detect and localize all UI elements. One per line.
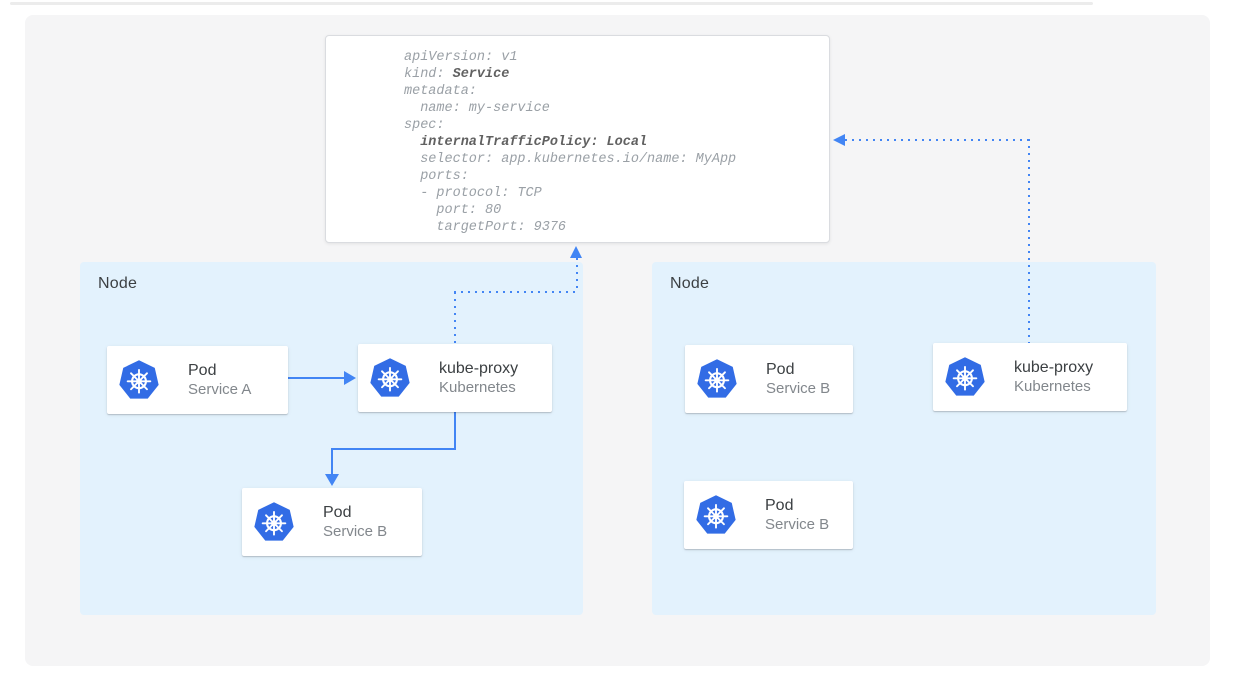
card-subtitle: Kubernetes: [1014, 378, 1091, 395]
yaml-line: ports:: [404, 169, 469, 184]
top-divider: [10, 2, 1093, 5]
kubernetes-icon: [118, 359, 160, 401]
yaml-line: apiVersion: v1: [404, 50, 518, 65]
kubernetes-icon: [695, 494, 737, 536]
dotted-arrowhead-up-icon: [570, 246, 582, 258]
yaml-line: name: my-service: [404, 101, 550, 116]
card-title: Pod: [765, 497, 794, 514]
card-subtitle: Service B: [765, 516, 830, 533]
card-title: Pod: [766, 361, 795, 378]
kube-proxy-card-right: kube-proxy Kubernetes: [933, 343, 1127, 411]
yaml-line: selector: app.kubernetes.io/name: MyApp: [404, 152, 737, 167]
yaml-line: kind: Service: [404, 67, 510, 82]
card-subtitle: Kubernetes: [439, 379, 516, 396]
pod-card-service-b-right-bottom: Pod Service B: [684, 481, 853, 549]
kubernetes-icon: [369, 357, 411, 399]
dotted-line-left-vertical-2: [576, 258, 578, 293]
pod-card-service-a: Pod Service A: [107, 346, 288, 414]
yaml-line: metadata:: [404, 84, 477, 99]
node-panel-right: Node: [652, 262, 1156, 615]
arrow-kubeproxy-left-line: [331, 448, 456, 450]
kubernetes-icon: [944, 356, 986, 398]
arrow-kubeproxy-down-line: [454, 411, 456, 450]
dotted-line-left-horizontal: [454, 291, 578, 293]
dotted-line-right-vertical: [1028, 139, 1030, 343]
dotted-line-left-vertical: [454, 292, 456, 344]
arrow-pod-to-kubeproxy-line: [288, 377, 345, 379]
pod-card-service-b-left: Pod Service B: [242, 488, 422, 556]
yaml-card: apiVersion: v1 kind: Service metadata: n…: [325, 35, 830, 243]
dotted-line-right-horizontal: [845, 139, 1030, 141]
arrow-kubeproxy-down-line-2: [331, 448, 333, 475]
kubernetes-icon: [696, 358, 738, 400]
pod-card-service-b-right-top: Pod Service B: [685, 345, 853, 413]
yaml-line: targetPort: 9376: [404, 220, 567, 235]
yaml-line: spec:: [404, 118, 445, 133]
arrow-down-icon: [325, 474, 339, 486]
card-subtitle: Service B: [766, 380, 831, 397]
yaml-line: port: 80: [404, 203, 502, 218]
kubernetes-icon: [253, 501, 295, 543]
card-title: kube-proxy: [1014, 359, 1094, 376]
card-subtitle: Service B: [323, 523, 388, 540]
node-label: Node: [670, 275, 710, 292]
dotted-arrowhead-left-icon: [833, 134, 845, 146]
node-label: Node: [98, 275, 138, 292]
kube-proxy-card-left: kube-proxy Kubernetes: [358, 344, 552, 412]
yaml-line: - protocol: TCP: [404, 186, 542, 201]
node-panel-left: Node: [80, 262, 583, 615]
card-subtitle: Service A: [188, 381, 252, 398]
card-title: kube-proxy: [439, 360, 519, 377]
yaml-line: internalTrafficPolicy: Local: [420, 135, 648, 150]
card-title: Pod: [188, 362, 217, 379]
arrow-right-icon: [344, 371, 356, 385]
card-title: Pod: [323, 504, 352, 521]
